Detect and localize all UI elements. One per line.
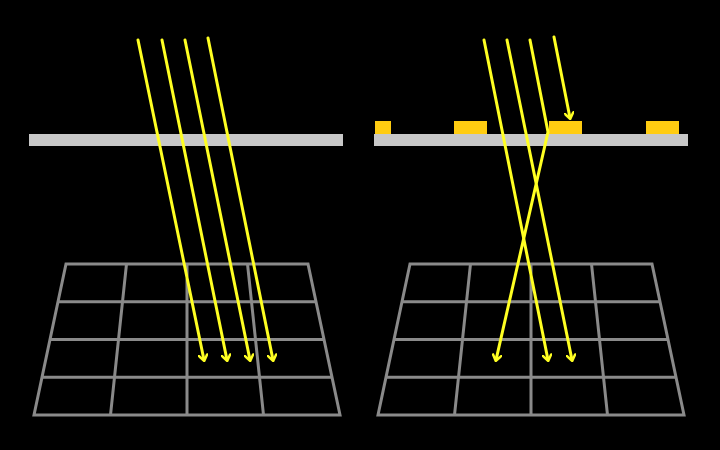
- left-panel: [29, 36, 343, 417]
- left-plate: [29, 134, 343, 146]
- right-grid-outline: [376, 262, 686, 417]
- right-ray: [505, 38, 572, 360]
- left-grid-col-line: [246, 263, 265, 416]
- right-deposits: [375, 121, 679, 134]
- right-plate: [374, 134, 688, 146]
- right-ray-reflected: [496, 38, 550, 360]
- deposit-block: [375, 121, 391, 134]
- deposit-block: [549, 121, 582, 134]
- right-rays: [482, 35, 572, 360]
- left-grid: [32, 262, 342, 417]
- right-ray-blocked: [552, 35, 570, 118]
- right-grid: [376, 262, 686, 417]
- right-ray: [482, 38, 548, 360]
- left-rays: [136, 36, 273, 360]
- left-grid-outline: [32, 262, 342, 417]
- left-grid-col-line: [109, 263, 128, 416]
- deposit-block: [646, 121, 679, 134]
- left-ray: [183, 38, 250, 360]
- left-ray: [136, 38, 204, 360]
- left-ray: [160, 38, 227, 360]
- right-grid-col-line: [590, 263, 609, 416]
- deposit-block: [454, 121, 487, 134]
- left-ray: [206, 36, 273, 360]
- right-grid-col-line: [453, 263, 472, 416]
- right-panel: [374, 35, 688, 417]
